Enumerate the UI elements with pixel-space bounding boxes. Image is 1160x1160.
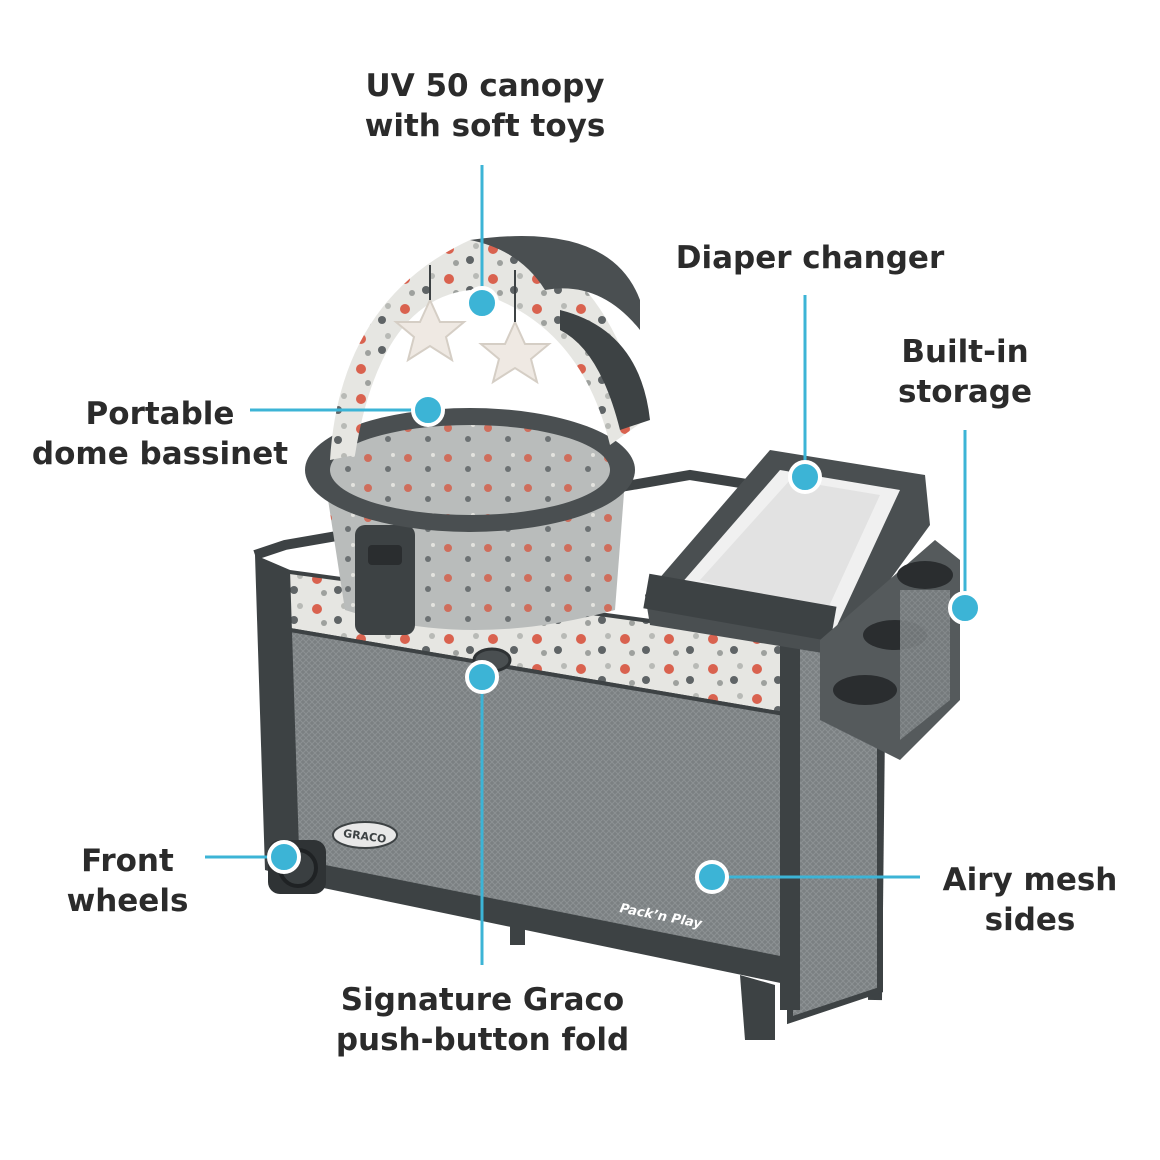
- wheels-dot: [267, 840, 301, 874]
- canopy-dot: [465, 286, 499, 320]
- diaper-changer: [643, 450, 930, 655]
- fold-label: Signature Graco push-button fold: [335, 982, 630, 1058]
- svg-text:GRACO: GRACO: [342, 827, 387, 846]
- callout-lines: [205, 165, 967, 965]
- diaper-dot: [788, 460, 822, 494]
- mesh-sides-label: Airy mesh sides: [942, 862, 1118, 938]
- storage-label: Built-in storage: [898, 334, 1032, 410]
- callout-dots: [267, 286, 982, 894]
- canopy-label: UV 50 canopy with soft toys: [364, 68, 606, 144]
- bassinet-dot: [411, 393, 445, 427]
- front-wheels-label: Front wheels: [66, 843, 189, 919]
- graco-badge: GRACO: [332, 821, 398, 849]
- fold-dot: [465, 660, 499, 694]
- bassinet: [305, 236, 650, 635]
- mesh-dot: [695, 860, 729, 894]
- storage-dot: [948, 591, 982, 625]
- bassinet-label: Portable dome bassinet: [31, 396, 289, 472]
- diaper-changer-label: Diaper changer: [675, 240, 945, 276]
- storage-organizer: [820, 540, 960, 760]
